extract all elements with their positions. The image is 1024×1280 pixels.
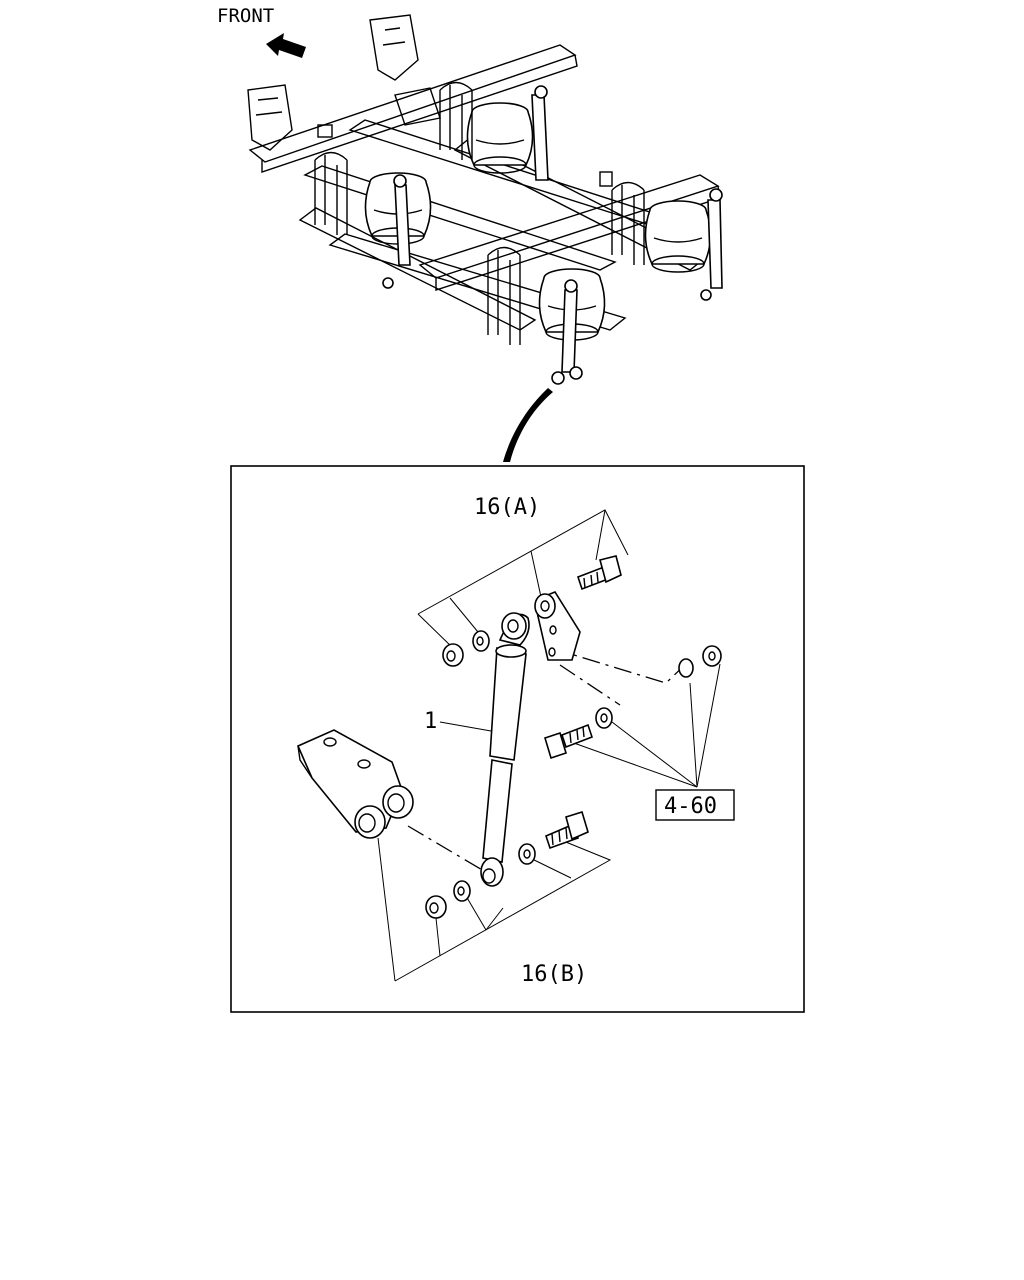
ref-box-leaders (570, 663, 721, 788)
front-label: FRONT (217, 5, 274, 27)
upper-bracket (534, 591, 581, 661)
detail-frame (230, 465, 805, 1013)
upper-kit-leaders (417, 509, 629, 651)
frame-bolt-washer (595, 707, 613, 729)
lower-bolt-washer (518, 843, 536, 865)
upper-nut (442, 643, 464, 667)
shock-absorber (480, 612, 530, 887)
lower-washer (453, 880, 471, 902)
shock-leader (439, 721, 492, 732)
lower-nut (425, 895, 447, 919)
front-indicator: FRONT (217, 5, 306, 58)
lower-axis-line (407, 825, 490, 875)
frame-washer (678, 658, 694, 678)
lower-bolt (545, 810, 589, 850)
callout-upper-kit: 16(A) (474, 495, 540, 520)
air-spring-3 (644, 200, 712, 273)
lower-bracket (296, 729, 414, 839)
frame-bolt (544, 723, 594, 760)
callout-shock-absorber: 1 (424, 709, 437, 734)
upper-washer (472, 630, 490, 652)
lower-kit-leaders (377, 835, 612, 982)
ref-box-frame (655, 789, 735, 821)
callout-ref-box: 4-60 (664, 794, 717, 819)
upper-axis-line-2 (559, 664, 621, 706)
air-spring-1 (466, 102, 534, 174)
suspension-assembly-illustration (247, 14, 723, 385)
frame-nut (702, 645, 722, 667)
upper-bolt (576, 555, 622, 591)
callout-lower-kit: 16(B) (521, 962, 587, 987)
front-arrow-icon (266, 33, 306, 58)
detail-leader (503, 388, 553, 462)
